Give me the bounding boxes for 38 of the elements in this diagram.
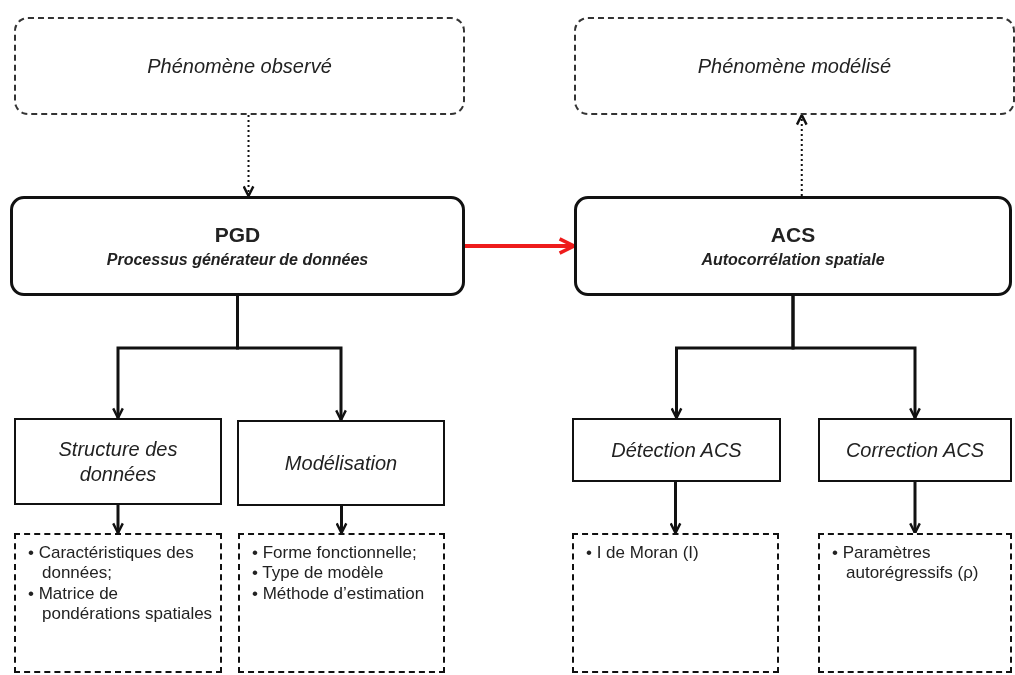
- arrow: [242, 114, 255, 198]
- category-box: [818, 418, 1012, 482]
- box-label: Phénomène modélisé: [697, 54, 892, 78]
- arrow: [236, 296, 347, 422]
- process-box: [10, 196, 465, 296]
- bullet-list-box: [14, 533, 222, 673]
- box-title: ACS: [770, 223, 816, 247]
- box-label: Structure des données: [57, 436, 179, 487]
- arrow: [795, 113, 808, 197]
- category-box: [237, 420, 445, 506]
- arrow: [909, 482, 921, 535]
- bullet-item: • Paramètres autorégressifs (ρ): [832, 543, 980, 584]
- bullet-list-box: [818, 533, 1012, 673]
- arrow: [335, 506, 348, 535]
- box-label: Détection ACS: [611, 437, 742, 463]
- box-subtitle: Autocorrélation spatiale: [701, 251, 885, 269]
- arrow: [112, 505, 124, 535]
- phenomenon-box: [574, 17, 1015, 115]
- phenomenon-box: [14, 17, 465, 115]
- box-label: Phénomène observé: [147, 54, 332, 78]
- arrow: [465, 237, 576, 255]
- box-label: Modélisation: [284, 450, 398, 476]
- bullet-list-box: [572, 533, 779, 673]
- arrow: [669, 482, 682, 535]
- bullet-item: • I de Moran (I): [586, 543, 700, 564]
- bullet-item: • Type de modèle: [252, 563, 385, 584]
- bullet-item: • Méthode d’estimation: [252, 583, 426, 605]
- box-subtitle: Processus générateur de données: [106, 251, 369, 269]
- category-box: [14, 418, 222, 505]
- bullet-item: • Forme fonctionnelle;: [252, 543, 418, 564]
- box-label: Correction ACS: [845, 437, 985, 463]
- bullet-list-box: [238, 533, 445, 673]
- bullet-item: • Matrice de pondérations spatiales: [28, 583, 214, 625]
- bullet-item: • Caractéristiques des données;: [28, 543, 195, 584]
- category-box: [572, 418, 781, 482]
- process-box: [574, 196, 1012, 296]
- box-title: PGD: [214, 223, 261, 247]
- arrow: [791, 296, 921, 420]
